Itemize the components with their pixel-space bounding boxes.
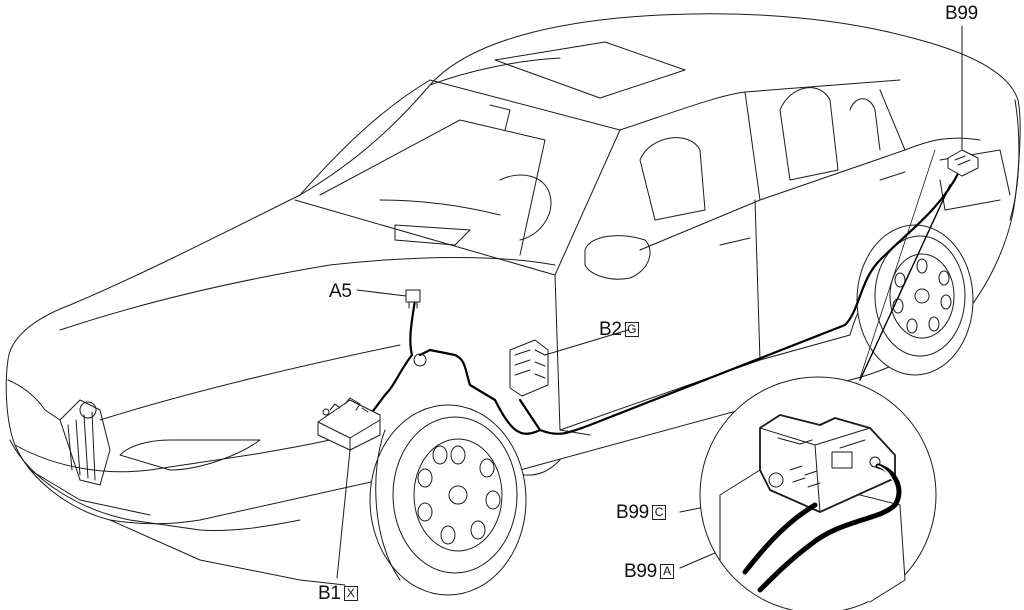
- leader-lines: [336, 25, 963, 579]
- grommet: [413, 353, 427, 367]
- label-b99-a-text: B99: [624, 561, 657, 582]
- wiring-harness: [368, 168, 962, 435]
- label-a5: A5: [329, 281, 352, 302]
- front-wheel: [369, 404, 527, 596]
- rear-wheel: [856, 224, 974, 376]
- car-body: [5, 13, 1021, 586]
- component-b99-top: [947, 149, 979, 177]
- label-b2-code: G: [624, 322, 639, 337]
- detail-inset: [699, 149, 937, 610]
- label-b99-c-code: C: [651, 505, 666, 520]
- label-b2-text: B2: [599, 319, 622, 340]
- label-b99-top: B99: [945, 3, 978, 24]
- label-b99-a-code: A: [659, 564, 674, 579]
- component-b1: [317, 397, 381, 451]
- label-b99-c-text: B99: [616, 502, 649, 523]
- component-a5: [405, 289, 421, 309]
- label-b1-code: X: [343, 586, 358, 601]
- label-b1-text: B1: [318, 583, 341, 604]
- component-b2: [509, 339, 549, 397]
